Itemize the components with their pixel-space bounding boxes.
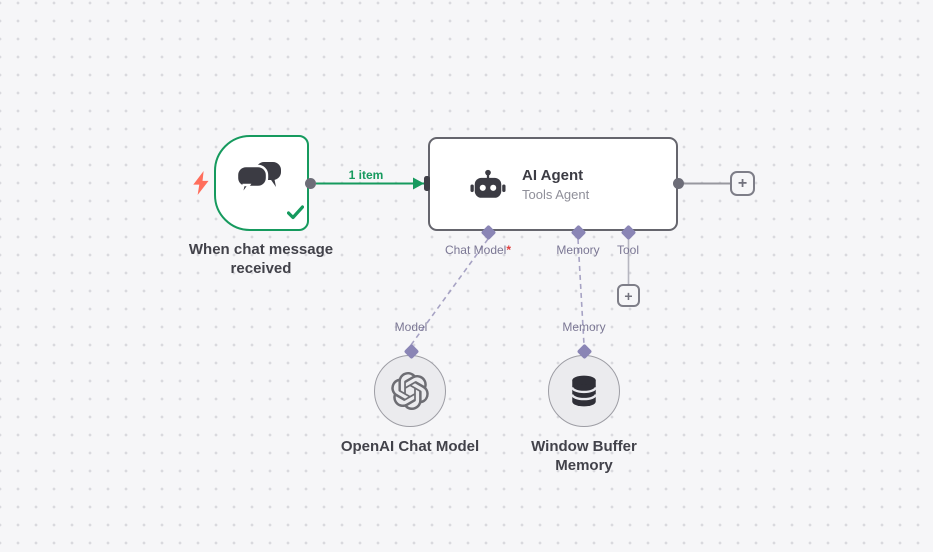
trigger-output-port[interactable] (305, 178, 316, 189)
robot-icon (470, 169, 506, 200)
agent-port-label-memory: Memory (556, 243, 600, 257)
connection-items-label: 1 item (348, 168, 384, 182)
memory-node-label: Window Buffer Memory (531, 438, 637, 474)
check-icon (287, 205, 304, 220)
agent-input-port[interactable] (424, 176, 430, 191)
required-asterisk: * (506, 243, 512, 257)
openai-node-label: OpenAI Chat Model (340, 438, 480, 455)
node-ai-agent[interactable]: AI Agent Tools Agent (428, 137, 678, 231)
agent-port-label-tool: Tool (616, 243, 639, 257)
chat-bubbles-icon (236, 161, 282, 199)
connection-arrow-icon (413, 177, 424, 190)
openai-port-label: Model (394, 320, 428, 334)
agent-port-label-chat-model: Chat Model* (418, 243, 538, 257)
add-tool-button[interactable]: + (617, 284, 640, 307)
agent-subtitle: Tools Agent (522, 186, 590, 202)
lightning-icon (193, 171, 211, 195)
agent-text-block: AI Agent Tools Agent (522, 167, 589, 202)
memory-port-label: Memory (562, 320, 606, 334)
agent-output-port[interactable] (673, 178, 684, 189)
connection-chat-model[interactable] (410, 238, 489, 346)
node-openai-chat-model[interactable] (374, 355, 446, 427)
agent-title: AI Agent (522, 166, 584, 184)
node-window-buffer-memory[interactable] (548, 355, 620, 427)
chat-model-label-text: Chat Model (444, 243, 507, 257)
trigger-node-label: When chat message received (188, 241, 334, 277)
openai-logo-icon (391, 372, 429, 410)
add-node-button[interactable]: + (730, 171, 755, 196)
database-icon (570, 375, 598, 407)
